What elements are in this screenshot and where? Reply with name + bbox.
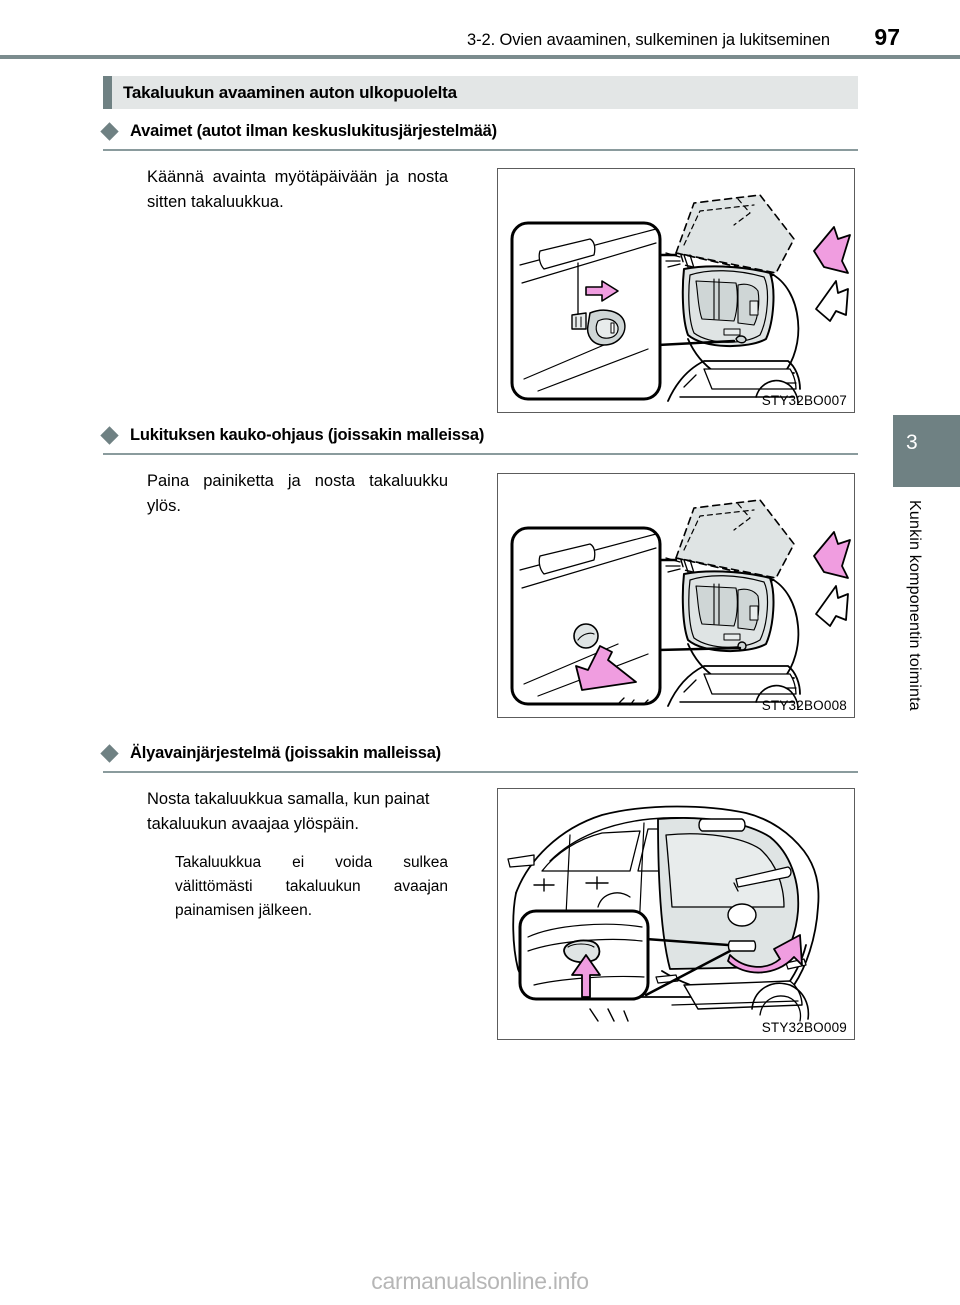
figure-key-tailgate: STY32BO007 — [497, 168, 855, 413]
subsection-divider — [103, 453, 858, 455]
lift-arrow-icon — [727, 934, 803, 974]
subsection-heading: Avaimet (autot ilman keskuslukitusjärjes… — [130, 121, 497, 140]
diamond-bullet-icon — [100, 121, 119, 141]
header-divider — [0, 55, 960, 59]
subsection-remote-lock: Lukituksen kauko-ohjaus (joissakin malle… — [100, 422, 858, 519]
subsection-paragraph: Käännä avainta myötäpäivään ja nosta sit… — [147, 168, 448, 211]
chapter-label: Kunkin komponentin toiminta — [906, 500, 923, 711]
subsection-body: Käännä avainta myötäpäivään ja nosta sit… — [103, 165, 858, 215]
open-arrow-icon — [815, 280, 849, 322]
subsection-text-block: Käännä avainta myötäpäivään ja nosta sit… — [103, 165, 448, 215]
chapter-number: 3 — [906, 431, 918, 454]
subsection-note: Takaluukkua ei voida sulkea välittömästi… — [175, 854, 448, 919]
figure-3-illustration — [507, 805, 820, 1022]
subsection-body: Paina painiketta ja nosta takaluukku ylö… — [103, 469, 858, 519]
open-arrow-icon — [815, 585, 849, 627]
press-arrow-icon — [575, 645, 637, 691]
subsection-divider — [103, 771, 858, 773]
header-title: 3-2. Ovien avaaminen, sulkeminen ja luki… — [467, 31, 830, 49]
figure-code: STY32BO008 — [761, 698, 847, 713]
subsection-heading: Älyavainjärjestelmä (joissakin malleissa… — [130, 743, 441, 762]
subsection-body: Nosta takaluukkua samalla, kun painat ta… — [103, 787, 858, 923]
figure-code: STY32BO007 — [761, 393, 847, 408]
subsection-heading-row: Älyavainjärjestelmä (joissakin malleissa… — [100, 740, 858, 766]
section-title: Takaluukun avaaminen auton ulkopuolelta — [123, 82, 457, 102]
figure-1-illustration — [510, 194, 851, 404]
site-watermark: carmanualsonline.info — [371, 1268, 589, 1294]
subsection-paragraph: Paina painiketta ja nosta takaluukku ylö… — [147, 472, 448, 515]
figure-2-illustration — [510, 499, 851, 709]
subsection-smart-key: Älyavainjärjestelmä (joissakin malleissa… — [100, 740, 858, 923]
subsection-text-block: Nosta takaluukkua samalla, kun painat ta… — [103, 787, 448, 923]
lift-arrow-icon — [813, 531, 851, 579]
diamond-bullet-icon — [100, 743, 119, 763]
subsection-text-block: Paina painiketta ja nosta takaluukku ylö… — [103, 469, 448, 519]
subsection-keys: Avaimet (autot ilman keskuslukitusjärjes… — [100, 118, 858, 215]
figure-code: STY32BO009 — [761, 1020, 847, 1035]
lift-arrow-icon — [813, 226, 851, 274]
page-number: 97 — [874, 24, 900, 50]
section-title-band: Takaluukun avaaminen auton ulkopuolelta — [103, 76, 858, 109]
subsection-heading-row: Avaimet (autot ilman keskuslukitusjärjes… — [100, 118, 858, 144]
rotate-arrow-icon — [585, 280, 619, 302]
page-header: 3-2. Ovien avaaminen, sulkeminen ja luki… — [0, 24, 900, 51]
subsection-heading: Lukituksen kauko-ohjaus (joissakin malle… — [130, 425, 485, 444]
push-arrow-icon — [571, 954, 601, 998]
subsection-paragraph: Nosta takaluukkua samalla, kun painat ta… — [147, 790, 430, 833]
figure-remote-tailgate: STY32BO008 — [497, 473, 855, 718]
diamond-bullet-icon — [100, 425, 119, 445]
chapter-tab: 3 — [893, 415, 960, 487]
figure-smartkey-tailgate: STY32BO009 — [497, 788, 855, 1040]
subsection-heading-row: Lukituksen kauko-ohjaus (joissakin malle… — [100, 422, 858, 448]
subsection-divider — [103, 149, 858, 151]
